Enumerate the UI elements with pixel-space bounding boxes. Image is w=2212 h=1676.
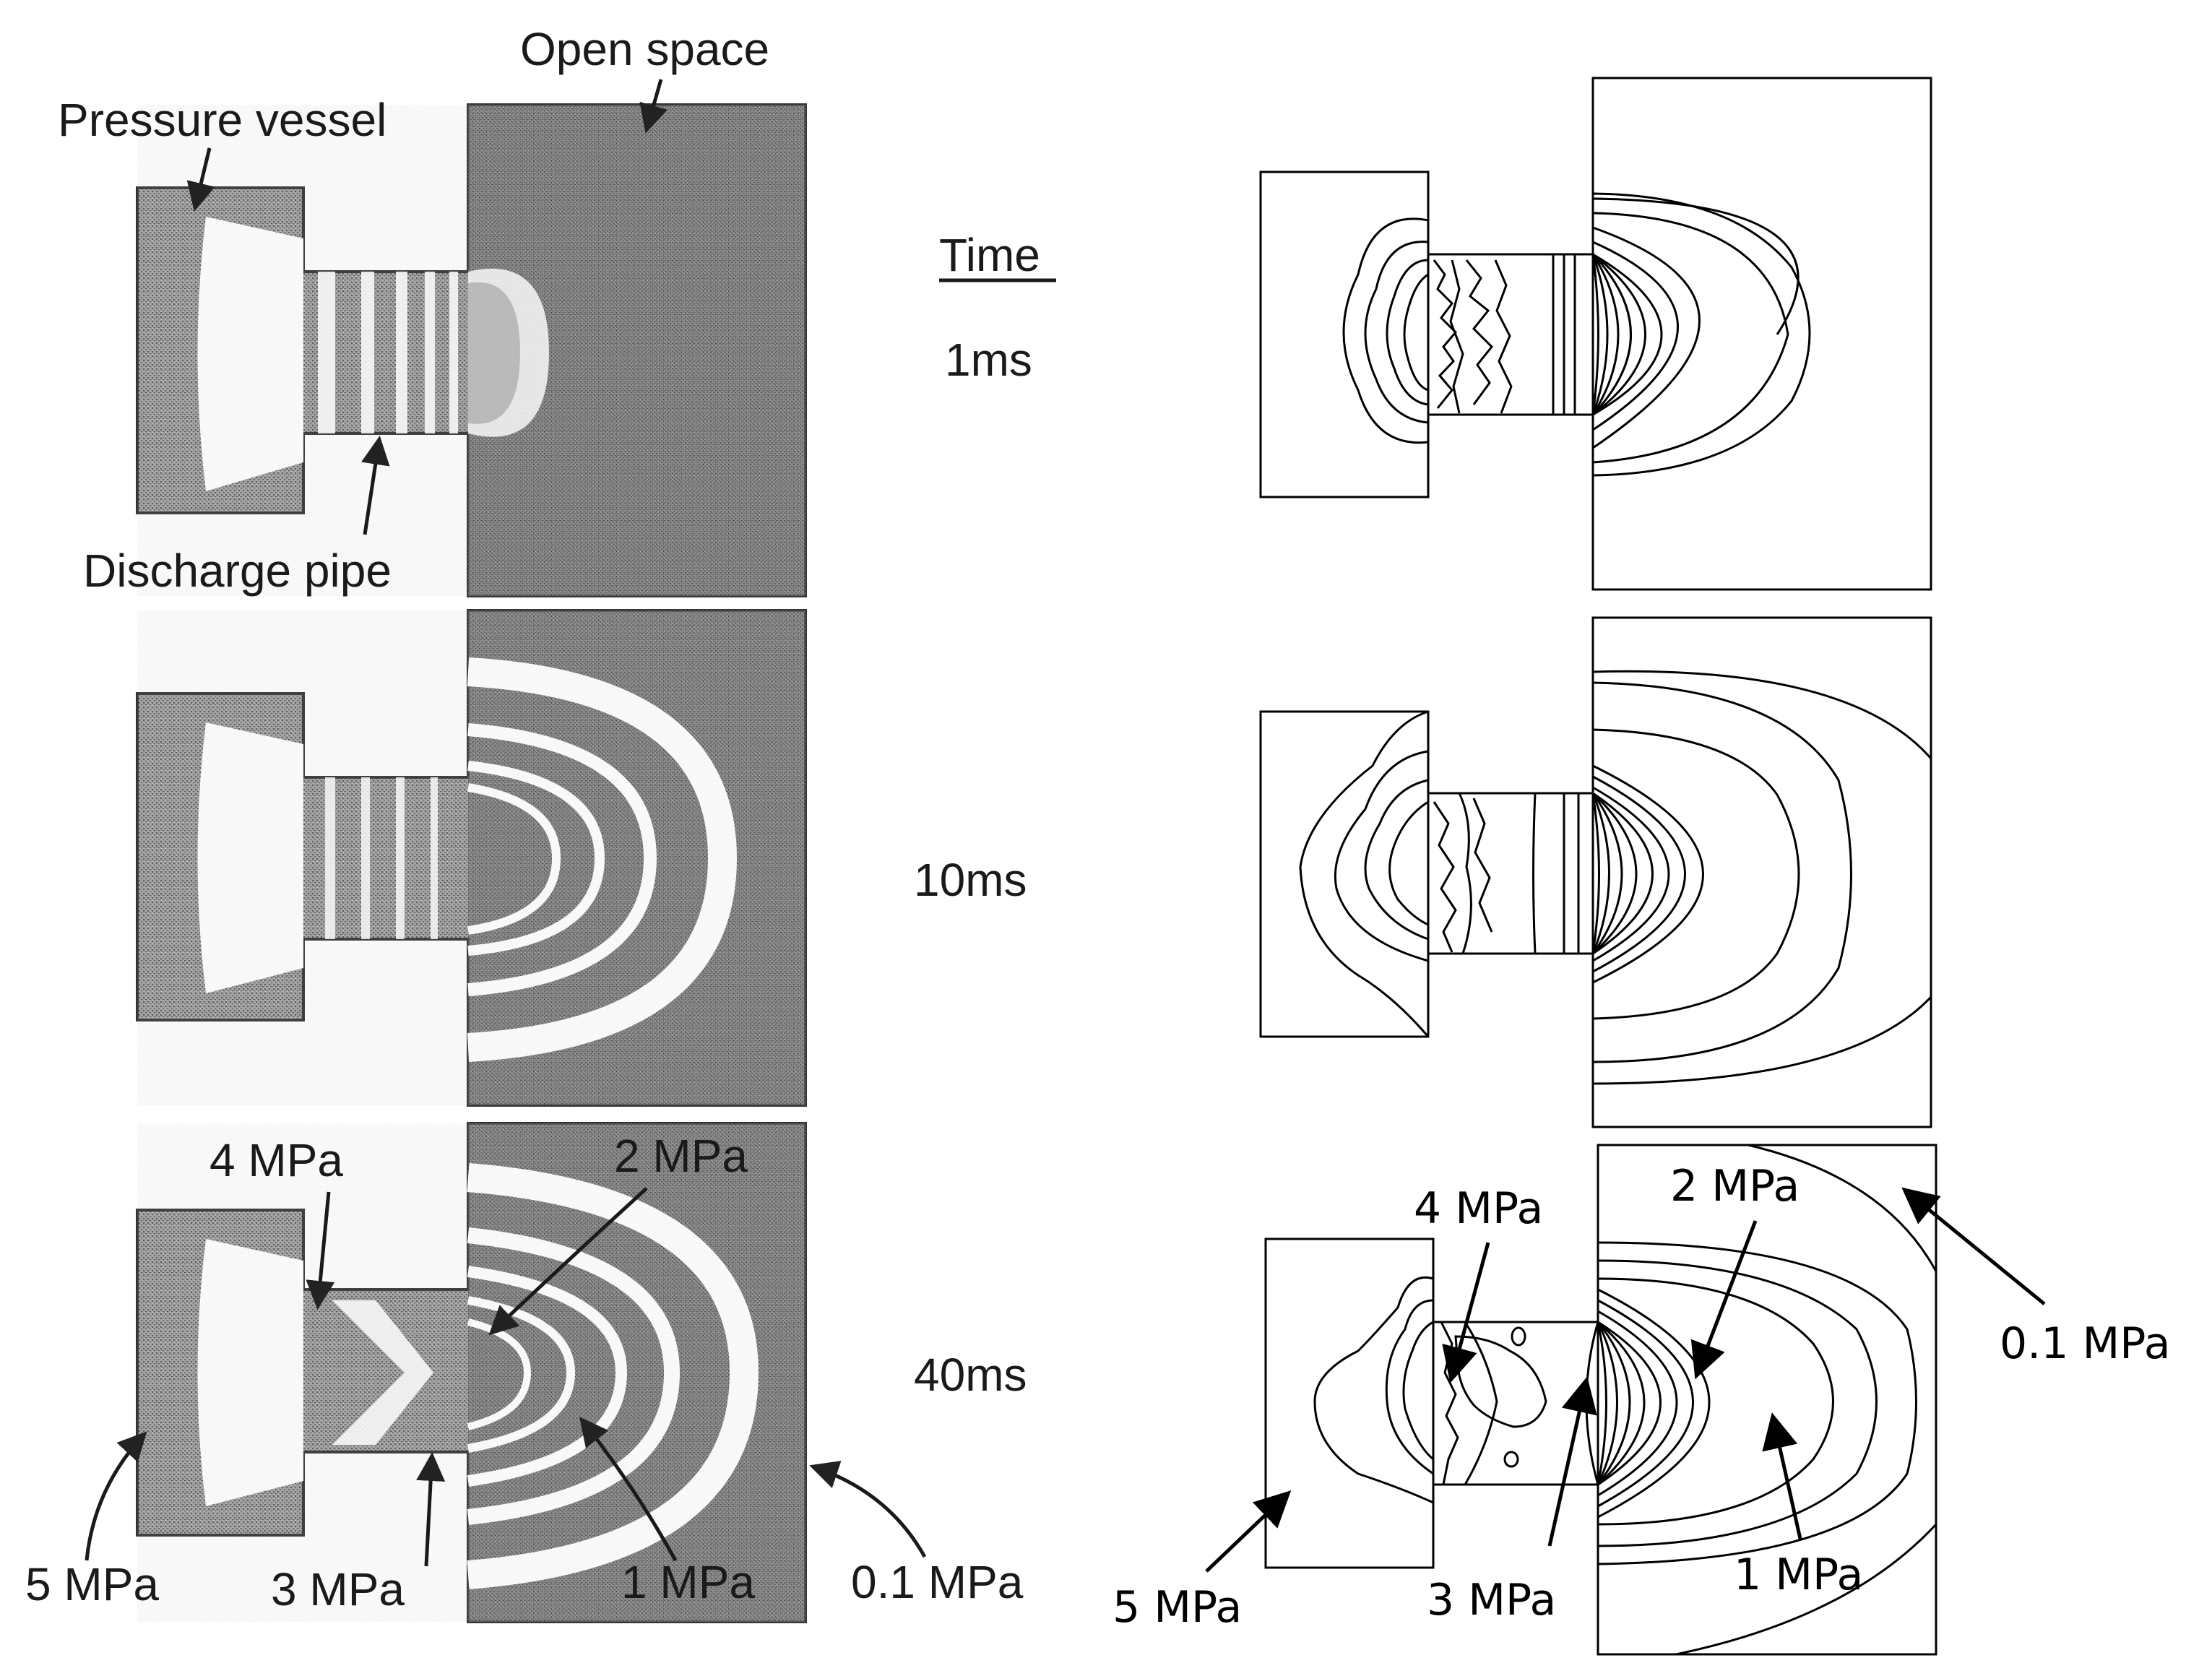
time-label-40ms: 40ms: [914, 1349, 1027, 1401]
label-right-5mpa: 5 MPa: [1113, 1582, 1242, 1633]
time-label-1ms: 1ms: [945, 334, 1032, 386]
label-left-5mpa: 5 MPa: [25, 1558, 159, 1610]
time-label-10ms: 10ms: [914, 854, 1027, 906]
label-left-2mpa: 2 MPa: [614, 1130, 748, 1182]
label-left-3mpa: 3 MPa: [271, 1563, 405, 1615]
label-right-1mpa: 1 MPa: [1734, 1550, 1863, 1600]
label-right-4mpa: 4 MPa: [1414, 1183, 1543, 1234]
right-row-10ms: [1259, 616, 1932, 1128]
label-right-2mpa: 2 MPa: [1670, 1161, 1800, 1211]
left-row-40ms: [136, 1122, 807, 1623]
label-left-01mpa: 0.1 MPa: [851, 1556, 1024, 1608]
right-row-40ms: [1264, 1144, 1937, 1656]
right-row-1ms: [1259, 77, 1932, 591]
right-labels: 4 MPa 2 MPa 0.1 MPa 5 MPa 3 MPa 1 MPa: [1113, 1161, 2171, 1633]
left-row-1ms: [136, 103, 807, 597]
left-panel: Pressure vessel Open space Discharge pip…: [25, 23, 1024, 1623]
label-right-01mpa: 0.1 MPa: [2000, 1318, 2171, 1369]
label-open-space: Open space: [520, 23, 769, 75]
label-left-1mpa: 1 MPa: [621, 1556, 755, 1608]
label-pressure-vessel: Pressure vessel: [58, 94, 386, 146]
label-right-3mpa: 3 MPa: [1427, 1575, 1556, 1625]
right-panel: [1259, 77, 1937, 1656]
time-heading: Time: [939, 229, 1040, 281]
label-left-4mpa: 4 MPa: [209, 1134, 343, 1186]
label-discharge-pipe: Discharge pipe: [83, 545, 392, 597]
time-column: Time 1ms 10ms 40ms: [914, 229, 1056, 1401]
left-row-10ms: [136, 609, 807, 1107]
